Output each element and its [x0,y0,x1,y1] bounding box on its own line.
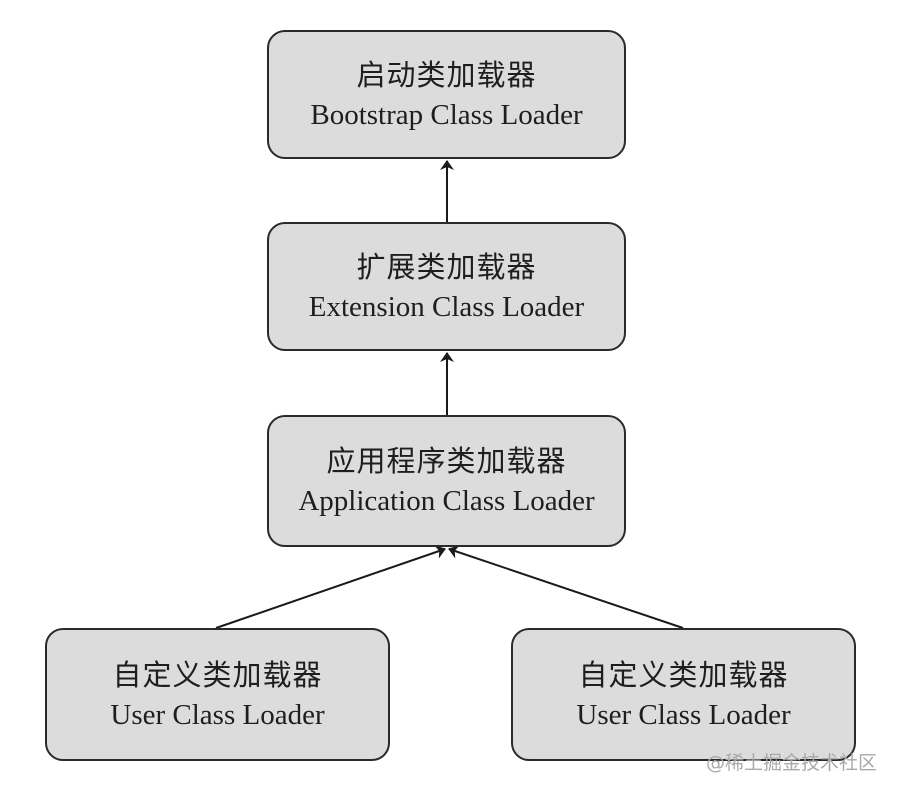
arrow-user-left-to-application [215,545,446,629]
node-extension-class-loader: 扩展类加载器 Extension Class Loader [267,222,626,351]
node-application-en-label: Application Class Loader [298,485,595,517]
node-bootstrap-en-label: Bootstrap Class Loader [310,98,583,131]
node-user-right-cn-label: 自定义类加载器 [578,657,789,692]
node-application-class-loader: 应用程序类加载器 Application Class Loader [267,415,626,547]
node-extension-en-label: Extension Class Loader [308,290,585,323]
node-user-left-cn-label: 自定义类加载器 [112,657,323,692]
watermark-text: @稀土掘金技术社区 [705,752,877,774]
node-application-cn-label: 应用程序类加载器 [326,444,567,478]
node-user-class-loader-right: 自定义类加载器 User Class Loader [511,628,856,761]
node-user-right-en-label: User Class Loader [576,698,791,731]
node-extension-cn-label: 扩展类加载器 [356,249,537,284]
node-user-class-loader-left: 自定义类加载器 User Class Loader [45,628,390,761]
arrow-user-right-to-application [448,545,684,629]
node-bootstrap-class-loader: 启动类加载器 Bootstrap Class Loader [267,30,626,159]
node-bootstrap-cn-label: 启动类加载器 [356,57,537,92]
node-user-left-en-label: User Class Loader [110,698,325,731]
